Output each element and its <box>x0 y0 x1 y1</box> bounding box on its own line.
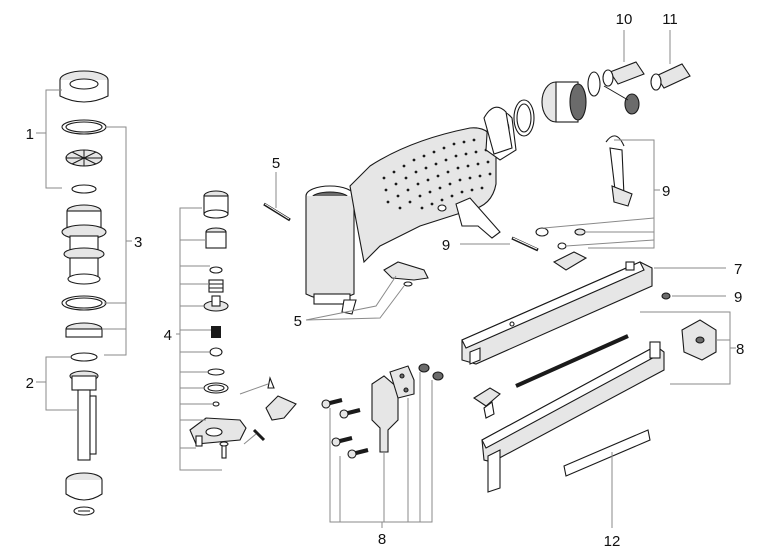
latch-parts <box>437 135 633 271</box>
callout-3: 3 <box>134 234 142 251</box>
tool-body <box>305 110 517 315</box>
callout-8-bottom: 8 <box>378 531 386 548</box>
callout-10: 10 <box>616 11 633 28</box>
callout-9-right-top: 9 <box>662 183 670 200</box>
trigger-valve-parts <box>189 190 297 459</box>
callout-4: 4 <box>164 327 172 344</box>
latch-leader-lines <box>460 139 660 249</box>
callout-2: 2 <box>26 375 34 392</box>
callout-9-right-bottom: 9 <box>734 289 742 306</box>
trigger-leader-lines <box>176 207 269 471</box>
bottom-fasteners <box>321 363 444 459</box>
pin-5 <box>263 202 291 222</box>
grip-texture <box>382 138 492 210</box>
callout-12: 12 <box>604 533 621 550</box>
magazine-leader-lines <box>611 267 736 528</box>
air-inlet-fittings <box>483 61 691 155</box>
callout-1: 1 <box>26 126 34 143</box>
callout-9-mid: 9 <box>442 237 450 254</box>
left-leader-lines <box>36 89 132 411</box>
callout-11: 11 <box>662 11 678 28</box>
magazine-assembly <box>461 261 717 493</box>
callout-5-bottom: 5 <box>294 313 302 330</box>
callout-8-right: 8 <box>736 341 744 358</box>
callout-7: 7 <box>734 261 742 278</box>
left-valve-stack <box>59 70 109 516</box>
trigger-part <box>383 261 429 287</box>
callout-5-top: 5 <box>272 155 280 172</box>
bottom-leader-lines <box>329 372 433 528</box>
